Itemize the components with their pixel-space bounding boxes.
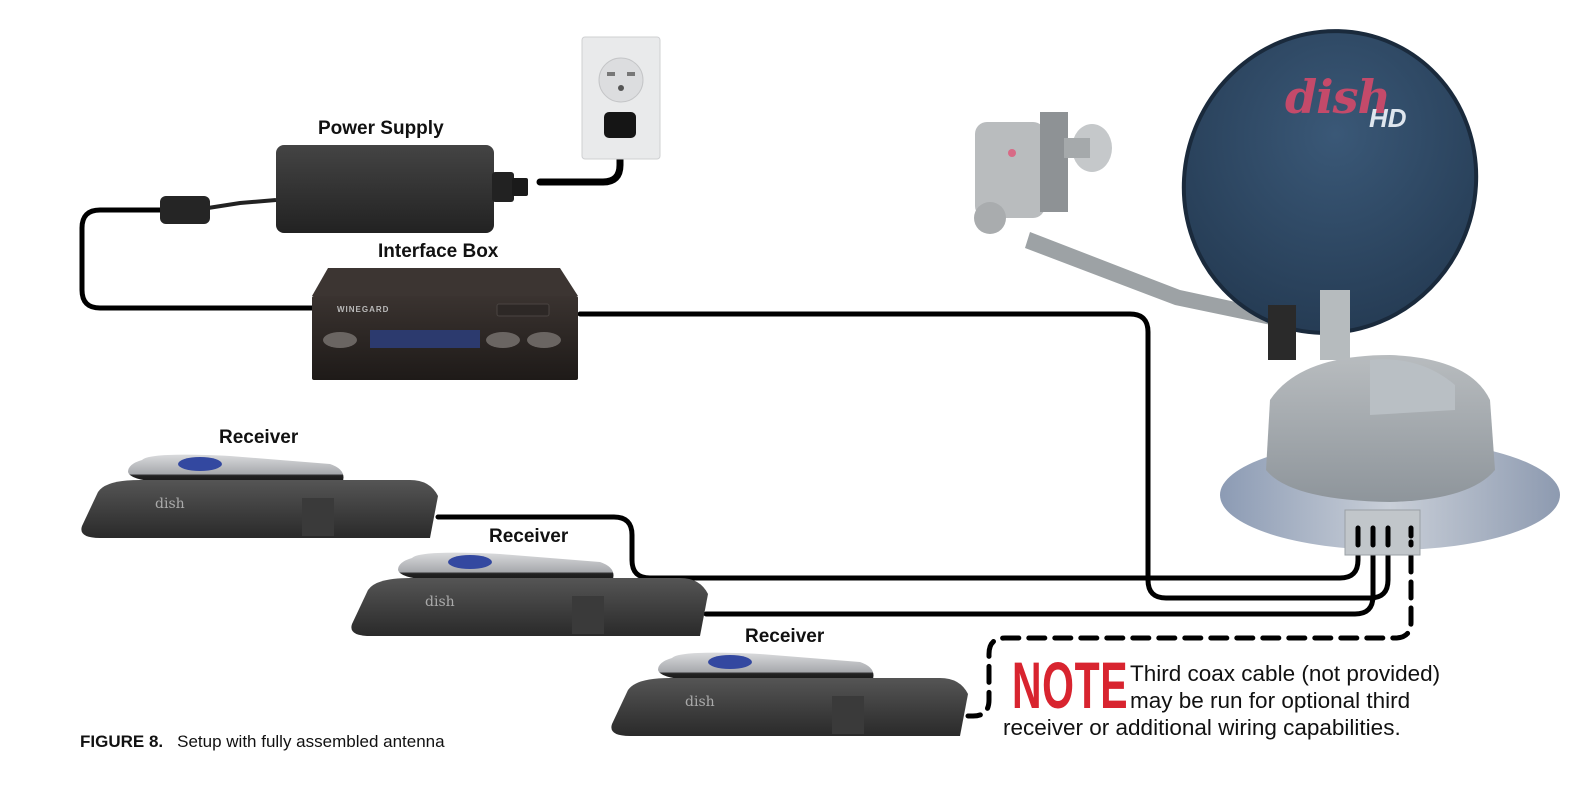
- note-line-3: receiver or additional wiring capabiliti…: [1003, 715, 1401, 740]
- interface-coax-cable: [577, 311, 1391, 601]
- satellite-antenna: [974, 29, 1560, 556]
- receiver-2-logo: dish: [425, 594, 455, 610]
- receiver-3-label: Receiver: [745, 626, 825, 647]
- select-button: [486, 332, 520, 348]
- interface-box-label: Interface Box: [378, 241, 499, 262]
- figure-caption: FIGURE 8. Setup with fully assembled ante…: [80, 732, 445, 752]
- dc-power-cable: [79, 207, 315, 311]
- receiver-2-label: Receiver: [489, 526, 569, 547]
- dish-logo: dish: [1285, 70, 1391, 124]
- receiver-1-label: Receiver: [219, 427, 299, 448]
- power-supply: [160, 145, 528, 233]
- ferrite-core: [160, 196, 210, 224]
- optional-third-coax-cable: [965, 527, 1414, 719]
- receiver-2-coax-cable: [703, 527, 1376, 617]
- figure-number: FIGURE 8.: [80, 732, 164, 751]
- receiver-1-logo: dish: [155, 496, 185, 512]
- receiver-3: [611, 652, 968, 736]
- note-line-1: Third coax cable (not provided): [1130, 661, 1441, 686]
- receiver-2: [351, 552, 708, 636]
- note-line-2: may be run for optional third: [1130, 688, 1411, 713]
- lcd-display: [370, 330, 480, 348]
- power-button: [527, 332, 561, 348]
- menu-button: [323, 332, 357, 348]
- note-heading: NOTE: [1012, 648, 1129, 722]
- power-supply-label: Power Supply: [318, 118, 444, 139]
- cables: [79, 131, 1414, 719]
- interface-box: [312, 268, 578, 380]
- receiver-1-coax-cable: [435, 514, 1361, 581]
- interface-box-brand: WINEGARD: [337, 305, 390, 314]
- lnb-feed-horn: [974, 112, 1112, 234]
- ac-power-cord: [536, 131, 624, 186]
- power-plug-icon: [604, 112, 636, 138]
- dish-hd-logo: HD: [1369, 103, 1407, 133]
- receiver-3-logo: dish: [685, 694, 715, 710]
- wall-outlet: [581, 36, 661, 160]
- figure-caption-text: Setup with fully assembled antenna: [177, 732, 445, 751]
- receiver-1: [81, 454, 438, 538]
